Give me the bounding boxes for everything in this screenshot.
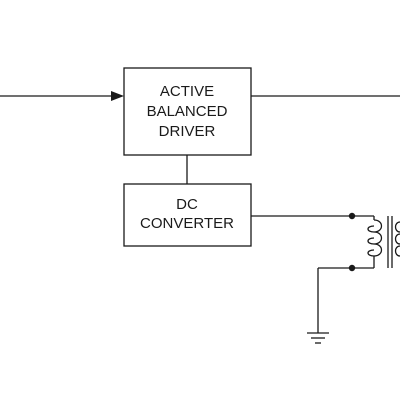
converter-box: [123, 183, 252, 247]
driver-label-line-1: ACTIVE: [160, 83, 214, 100]
transformer-primary-coil: [367, 219, 383, 257]
transformer-icon: [348, 212, 400, 272]
transformer-secondary-coil: [394, 221, 400, 257]
ground-icon: [307, 332, 329, 344]
active-balanced-driver-block: ACTIVE BALANCED DRIVER: [123, 67, 252, 156]
converter-label-line-2: CONVERTER: [140, 215, 234, 232]
dc-converter-block: DC CONVERTER: [123, 183, 252, 247]
input-signal-line: [0, 91, 124, 101]
ground-connection: [307, 267, 352, 344]
converter-label-line-1: DC: [176, 196, 198, 213]
driver-label-line-2: BALANCED: [147, 103, 228, 120]
driver-label-line-3: DRIVER: [159, 123, 216, 140]
arrow-right-icon: [111, 91, 124, 101]
